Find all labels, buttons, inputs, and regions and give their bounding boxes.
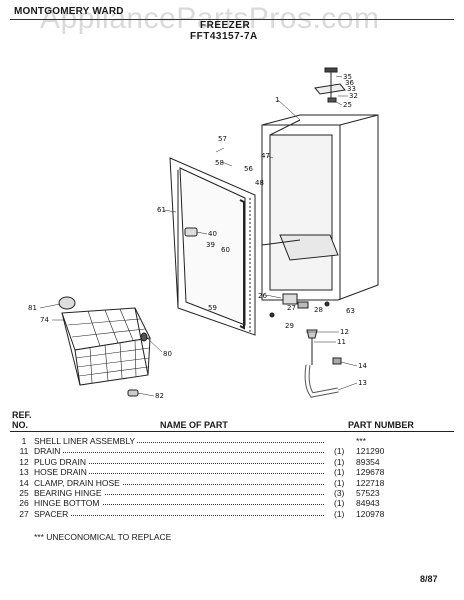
leader-dots [34, 452, 324, 454]
table-row: 27 SPACER (1) 120978 [0, 508, 464, 519]
callout-56: 56 [244, 165, 253, 173]
callout-labels: 35 36 33 32 25 1 57 58 47 56 48 61 40 39… [28, 73, 367, 400]
quantity: (1) [334, 446, 345, 457]
ref-number: 12 [19, 456, 29, 467]
callout-74: 74 [40, 316, 49, 324]
part-number: 122718 [356, 477, 385, 488]
callout-61: 61 [157, 206, 166, 214]
table-row: 12 PLUG DRAIN (1) 89354 [0, 456, 464, 467]
callout-57: 57 [218, 135, 227, 143]
header-divider [10, 19, 454, 20]
ref-number: 11 [19, 446, 29, 457]
drain-hose [304, 329, 342, 398]
callout-59: 59 [208, 304, 217, 312]
leader-dots [34, 442, 324, 443]
bottom-hinge [269, 293, 330, 318]
callout-36: 36 [345, 79, 354, 87]
quantity: (1) [334, 477, 345, 488]
callout-48: 48 [255, 179, 264, 187]
callout-33: 33 [347, 85, 356, 93]
callout-80: 80 [163, 350, 172, 358]
callout-32: 32 [349, 92, 358, 100]
part-name: HINGE BOTTOM [34, 498, 102, 509]
table-row: 11 DRAIN (1) 121290 [0, 446, 464, 457]
quantity: (3) [334, 488, 345, 498]
leader-dots [34, 462, 324, 464]
table-divider [10, 431, 454, 432]
callout-25-top: 25 [343, 101, 352, 109]
quantity: (1) [334, 456, 345, 467]
part-number: 120978 [356, 508, 385, 519]
watermark: AppliancePartsPros.com [40, 2, 380, 35]
part-name: SHELL LINER ASSEMBLY [34, 436, 138, 446]
column-header-part-number: PART NUMBER [348, 420, 414, 430]
top-hinge [314, 67, 346, 103]
door-panel [169, 157, 256, 336]
table-row: 25 BEARING HINGE (3) 57523 [0, 488, 464, 498]
callout-26: 26 [258, 292, 267, 300]
ref-number: 27 [19, 508, 29, 519]
table-row: 14 CLAMP, DRAIN HOSE (1) 122718 [0, 477, 464, 488]
part-number: 121290 [356, 446, 385, 457]
part-name: CLAMP, DRAIN HOSE [34, 477, 122, 488]
cabinet-shell [261, 114, 379, 301]
brand-label: MONTGOMERY WARD [14, 6, 124, 17]
callout-27: 27 [287, 304, 296, 312]
callout-82: 82 [155, 392, 164, 400]
part-number: 129678 [356, 467, 385, 478]
table-row: 1 SHELL LINER ASSEMBLY *** [0, 436, 464, 446]
page-date: 8/87 [420, 574, 438, 584]
column-header-ref: REF. [12, 410, 32, 420]
part-name: SPACER [34, 508, 71, 519]
part-number: 84943 [356, 498, 380, 509]
ref-number: 13 [19, 467, 29, 478]
part-name: HOSE DRAIN [34, 467, 89, 478]
leader-dots [34, 514, 324, 516]
wire-basket [58, 296, 151, 397]
callout-47: 47 [261, 152, 270, 160]
leader-dots [34, 494, 324, 495]
ref-number: 14 [19, 477, 29, 488]
callout-60: 60 [221, 246, 230, 254]
leader-lines [39, 75, 358, 397]
part-name: BEARING HINGE [34, 488, 104, 498]
table-row: 13 HOSE DRAIN (1) 129678 [0, 467, 464, 478]
leader-dots [34, 473, 324, 475]
callout-29: 29 [285, 322, 294, 330]
footnote: *** UNECONOMICAL TO REPLACE [34, 532, 172, 542]
part-number: 89354 [356, 456, 380, 467]
callout-35: 35 [343, 73, 352, 81]
quantity: (1) [334, 508, 345, 519]
callout-12: 12 [340, 328, 349, 336]
callout-1: 1 [275, 96, 279, 104]
callout-28: 28 [314, 306, 323, 314]
column-header-no: NO. [12, 420, 29, 430]
callout-63: 63 [346, 307, 355, 315]
column-header-name: NAME OF PART [160, 420, 228, 430]
leader-dots [34, 504, 324, 506]
callout-14: 14 [358, 362, 367, 370]
quantity: (1) [334, 467, 345, 478]
table-row: 26 HINGE BOTTOM (1) 84943 [0, 498, 464, 509]
callout-81: 81 [28, 304, 37, 312]
callout-13: 13 [358, 379, 367, 387]
callout-40: 40 [208, 230, 217, 238]
ref-number: 1 [21, 436, 27, 446]
model-number: FFT43157-7A [190, 31, 258, 42]
part-number: 57523 [356, 488, 380, 498]
callout-58: 58 [215, 159, 224, 167]
callout-39: 39 [206, 241, 215, 249]
ref-number: 25 [19, 488, 29, 498]
page-title: FREEZER [200, 20, 251, 31]
part-name: DRAIN [34, 446, 63, 457]
part-name: PLUG DRAIN [34, 456, 88, 467]
callout-11: 11 [337, 338, 346, 346]
quantity: (1) [334, 498, 345, 509]
part-number: *** [356, 436, 366, 446]
leader-dots [34, 483, 324, 485]
ref-number: 26 [19, 498, 29, 509]
exploded-diagram: 35 36 33 32 25 1 57 58 47 56 48 61 40 39… [28, 67, 379, 400]
